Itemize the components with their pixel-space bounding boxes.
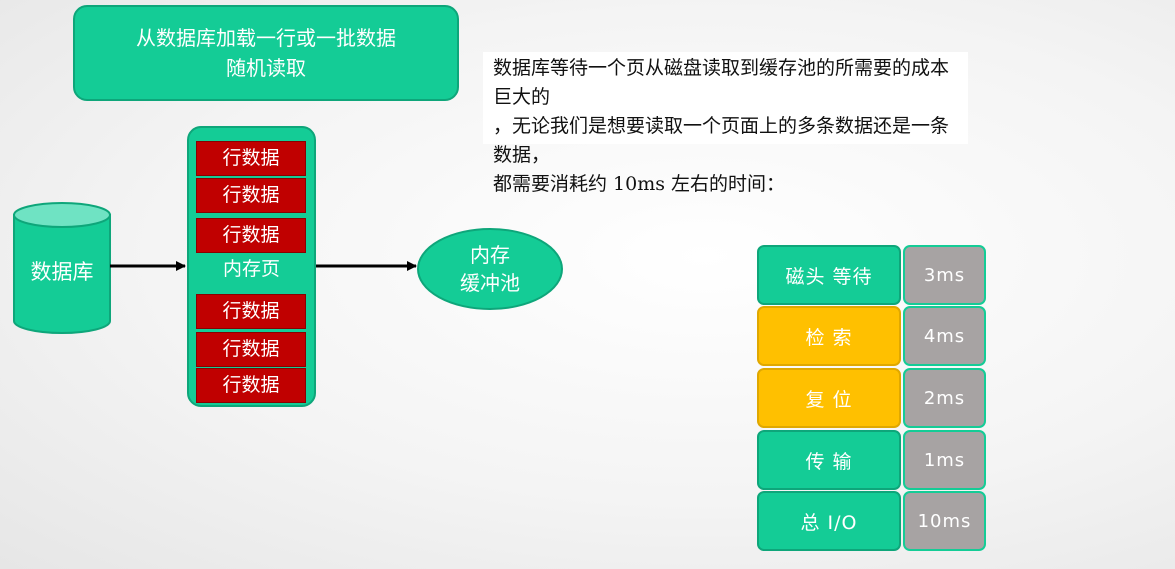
timing-value-search: 4ms	[903, 306, 986, 366]
buffer-pool-ellipse	[417, 228, 563, 310]
title-box: 从数据库加载一行或一批数据 随机读取	[73, 5, 459, 101]
timing-label-total-io: 总 I/O	[757, 491, 901, 551]
timing-value-seek-wait: 3ms	[903, 245, 986, 305]
database-cylinder	[13, 202, 111, 334]
buffer-pool-line-2: 缓冲池	[460, 271, 520, 295]
timing-label-transfer: 传 输	[757, 430, 901, 490]
memory-page-label: 内存页	[222, 258, 280, 280]
row-data-cell: 行数据	[196, 141, 306, 176]
row-data-cell: 行数据	[196, 294, 306, 329]
database-label: 数据库	[30, 260, 94, 284]
timing-value-reset: 2ms	[903, 368, 986, 428]
description-line-3: 都需要消耗约 10ms 左右的时间：	[493, 173, 786, 195]
timing-label-reset: 复 位	[757, 368, 901, 428]
buffer-pool-label: 内存 缓冲池	[418, 236, 562, 302]
timing-label-search: 检 索	[757, 306, 901, 366]
description-line-1: 数据库等待一个页从磁盘读取到缓存池的所需要的成本巨大的	[493, 57, 950, 108]
description-line-2: ，无论我们是想要读取一个页面上的多条数据还是一条数据，	[493, 115, 950, 166]
row-data-cell: 行数据	[196, 332, 306, 367]
description-text: 数据库等待一个页从磁盘读取到缓存池的所需要的成本巨大的 ，无论我们是想要读取一个…	[483, 52, 968, 195]
row-data-cell: 行数据	[196, 178, 306, 213]
row-data-cell: 行数据	[196, 218, 306, 253]
timing-label-seek-wait: 磁头 等待	[757, 245, 901, 305]
title-line-1: 从数据库加载一行或一批数据	[136, 26, 396, 50]
row-data-cell: 行数据	[196, 368, 306, 403]
timing-value-transfer: 1ms	[903, 430, 986, 490]
title-line-2: 随机读取	[226, 56, 306, 80]
timing-value-total-io: 10ms	[903, 491, 986, 551]
buffer-pool-line-1: 内存	[470, 243, 510, 267]
